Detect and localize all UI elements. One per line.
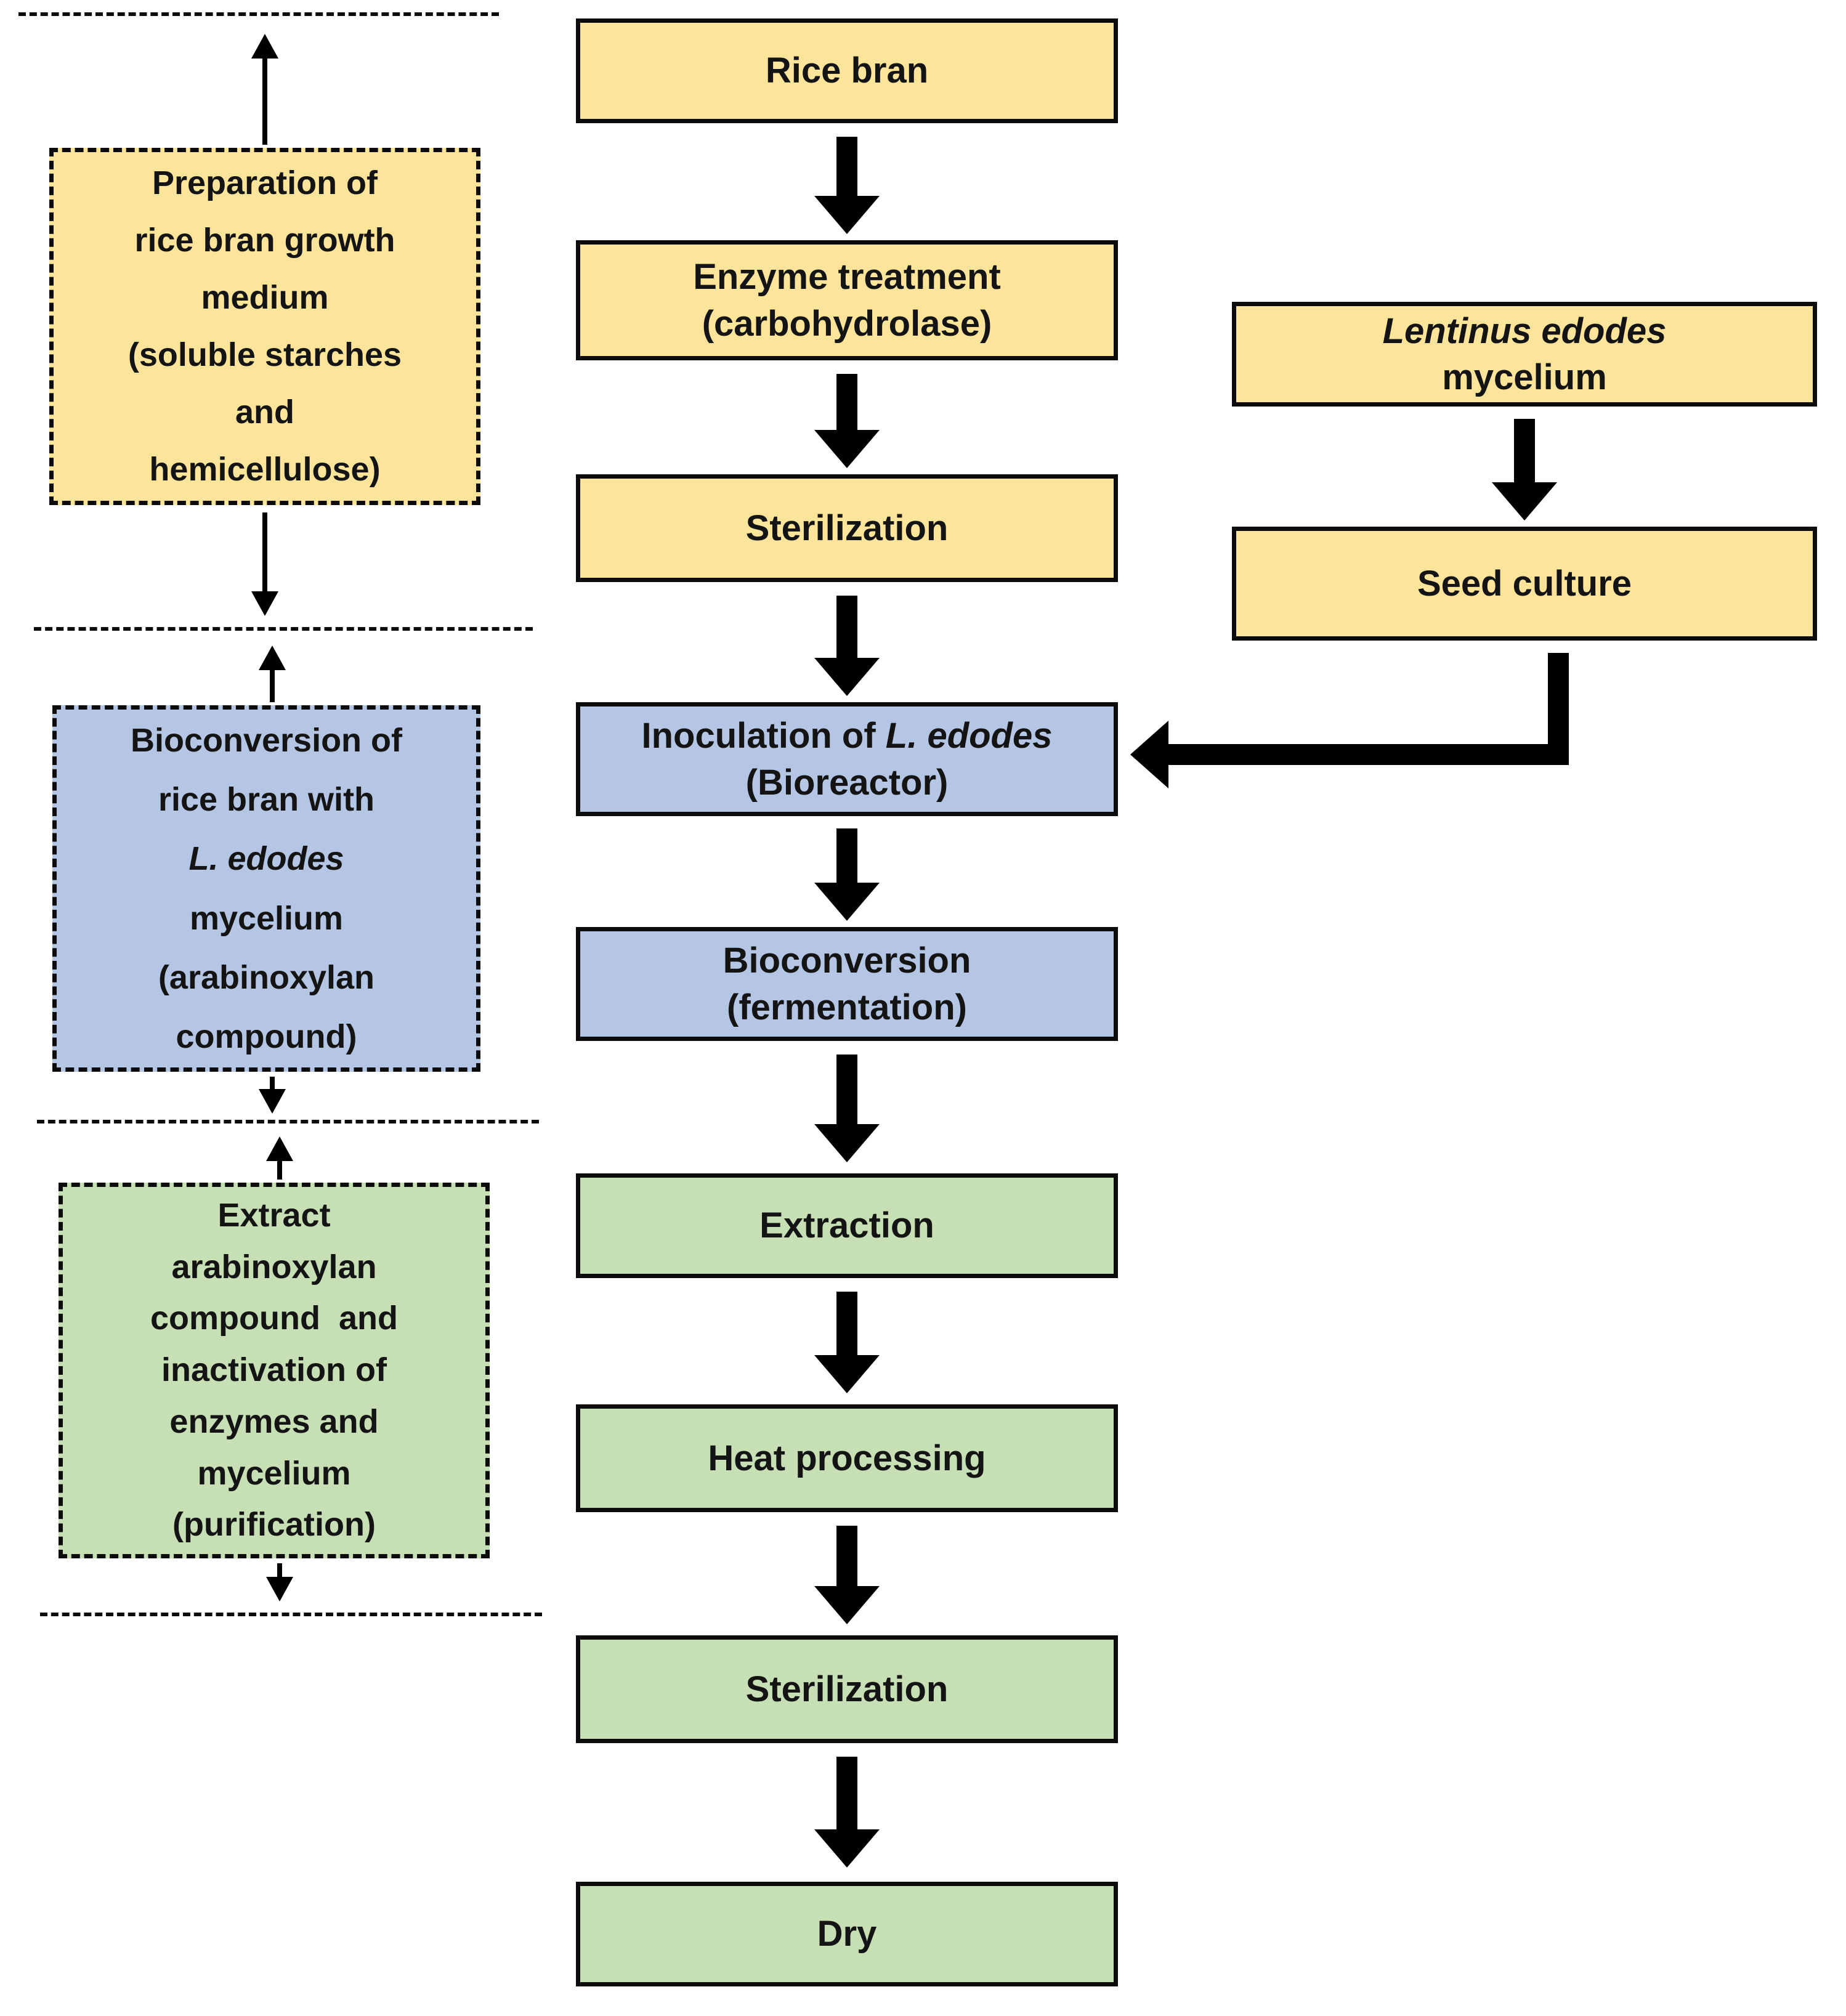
phase-box-line: and <box>235 393 294 431</box>
phase-box-line: compound and <box>150 1300 398 1337</box>
step-label: Rice bran <box>765 51 929 91</box>
phase-box-line: (arabinoxylan <box>158 958 375 996</box>
step-sublabel: mycelium <box>1442 357 1607 397</box>
arrow-down-icon <box>266 1563 293 1601</box>
phase-box-extraction: Extract arabinoxylan compound and inacti… <box>59 1183 490 1558</box>
step-enzyme-treatment: Enzyme treatment (carbohydrolase) <box>576 240 1118 360</box>
arrow-down-icon <box>814 1757 880 1868</box>
phase-box-preparation: Preparation of rice bran growth medium (… <box>49 148 480 505</box>
arrow-up-icon <box>259 646 286 702</box>
phase-box-line: compound) <box>176 1018 357 1055</box>
step-sterilization-1: Sterilization <box>576 474 1118 582</box>
arrow-down-icon <box>814 374 880 468</box>
phase-box-line: Bioconversion of <box>130 722 403 759</box>
arrow-down-icon <box>251 512 278 616</box>
phase-box-line: mycelium <box>197 1454 351 1492</box>
step-extraction: Extraction <box>576 1173 1118 1278</box>
step-bioconversion: Bioconversion (fermentation) <box>576 927 1118 1041</box>
species-name: Lentinus edodes <box>1382 310 1667 351</box>
step-seed-culture: Seed culture <box>1232 527 1817 641</box>
phase-box-line: medium <box>201 279 329 317</box>
phase-box-bioconversion: Bioconversion of rice bran with L. edode… <box>52 705 480 1072</box>
step-sterilization-2: Sterilization <box>576 1635 1118 1743</box>
phase-separator-line-2 <box>34 627 533 631</box>
step-heat-processing: Heat processing <box>576 1404 1118 1512</box>
species-name: L. edodes <box>885 716 1053 756</box>
arrow-down-icon <box>814 1526 880 1624</box>
step-label: Enzyme treatment <box>693 257 1001 298</box>
phase-box-line: arabinoxylan <box>171 1248 377 1285</box>
phase-box-line: rice bran with <box>158 781 375 819</box>
step-label: Heat processing <box>708 1438 986 1478</box>
step-mycelium: Lentinus edodes mycelium <box>1232 302 1817 407</box>
arrow-down-icon <box>1492 419 1557 520</box>
arrow-down-icon <box>814 596 880 696</box>
step-sublabel: (carbohydrolase) <box>702 303 992 344</box>
step-label: Inoculation of L. edodes <box>641 716 1053 756</box>
arrow-down-icon <box>814 1292 880 1393</box>
phase-box-line: rice bran growth <box>134 222 395 259</box>
step-label: Bioconversion <box>723 941 971 981</box>
phase-box-line: mycelium <box>189 899 344 937</box>
phase-box-line: Extract <box>217 1197 331 1234</box>
phase-box-line-species: L. edodes <box>188 840 344 878</box>
step-label: Seed culture <box>1417 563 1632 604</box>
arrow-down-icon <box>814 1055 880 1162</box>
phase-separator-line-4 <box>40 1613 542 1616</box>
arrow-down-icon <box>814 137 880 234</box>
phase-box-line: inactivation of <box>161 1351 387 1389</box>
step-inoculation: Inoculation of L. edodes (Bioreactor) <box>576 702 1118 816</box>
step-rice-bran: Rice bran <box>576 18 1118 123</box>
step-label: Sterilization <box>745 508 949 548</box>
phase-box-line: (soluble starches <box>128 336 402 373</box>
connector-horizontal-segment <box>1167 744 1569 765</box>
arrow-up-icon <box>266 1136 293 1180</box>
phase-box-line: hemicellulose) <box>149 450 381 488</box>
step-label: Sterilization <box>745 1669 949 1709</box>
step-sublabel: (fermentation) <box>727 987 967 1027</box>
phase-separator-line-3 <box>37 1120 539 1123</box>
arrow-up-icon <box>251 34 278 145</box>
step-sublabel: (Bioreactor) <box>745 762 949 803</box>
arrow-down-icon <box>814 828 880 921</box>
phase-box-line: (purification) <box>172 1506 376 1544</box>
step-label: Extraction <box>759 1205 934 1246</box>
phase-box-line: enzymes and <box>169 1403 379 1440</box>
arrow-left-icon <box>1130 721 1168 788</box>
arrow-down-icon <box>259 1077 286 1114</box>
step-dry: Dry <box>576 1882 1118 1986</box>
step-label: Dry <box>817 1914 877 1954</box>
phase-box-line: Preparation of <box>152 164 378 202</box>
phase-separator-line-1 <box>18 12 499 16</box>
